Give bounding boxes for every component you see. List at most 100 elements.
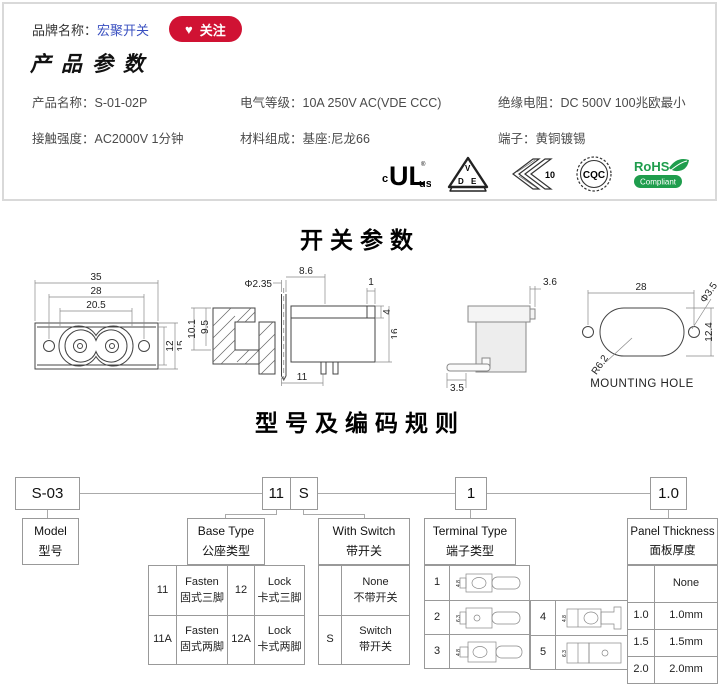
panel-code-cell: 2.0 — [628, 656, 654, 683]
svg-text:UL: UL — [389, 161, 425, 191]
heart-icon: ♥ — [185, 21, 193, 37]
svg-text:MOUNTING HOLE: MOUNTING HOLE — [590, 378, 694, 390]
switch-code-cell: S — [319, 615, 341, 664]
connector-line — [303, 514, 365, 515]
svg-text:4.8: 4.8 — [456, 580, 462, 587]
section-view-drawing: Φ2.35 8.6 1 4 10.1 9.5 16 11 — [187, 266, 397, 386]
svg-text:6.3: 6.3 — [456, 614, 462, 621]
group-header-model: Model 型号 — [22, 518, 79, 565]
connector-line — [225, 514, 226, 518]
terminal-drawing-cell: 6.3 — [449, 600, 529, 634]
param-contact-strength: 接触强度：AC2000V 1分钟 — [32, 132, 184, 146]
svg-text:c: c — [382, 173, 388, 185]
panel-value-cell: 1.0mm — [654, 602, 717, 629]
connector-line — [225, 514, 277, 515]
svg-text:12: 12 — [165, 340, 176, 352]
svg-text:Compliant: Compliant — [640, 178, 677, 187]
terminal-code-cell: 4 — [539, 611, 547, 624]
terminal-code-cell: 2 — [425, 600, 449, 634]
svg-text:RoHS: RoHS — [634, 159, 670, 174]
enec10-certification-icon: 10 — [512, 158, 555, 190]
connector-line — [47, 510, 48, 518]
base-type-cell: Fasten 固式两脚 — [176, 615, 227, 664]
svg-text:4.8: 4.8 — [456, 648, 462, 655]
svg-text:3.5: 3.5 — [450, 383, 464, 394]
connector-line — [47, 493, 668, 494]
brand-row: 品牌名称： 宏聚开关 ♥ 关注 — [32, 16, 242, 42]
panel-thickness-table: None 1.0 1.0mm 1.5 1.5mm 2.0 2.0mm — [627, 565, 718, 684]
terminal-code-cell: 3 — [425, 634, 449, 668]
terminal-drawing-cell: 6.3 — [555, 635, 631, 669]
group-header-with-switch: With Switch 带开关 — [318, 518, 410, 565]
panel-value-cell: 1.5mm — [654, 629, 717, 656]
svg-text:35: 35 — [90, 272, 102, 283]
terminal-code-cell: 1 — [433, 576, 441, 589]
ul-certification-icon: c UL ® us — [382, 161, 431, 191]
svg-text:9.5: 9.5 — [200, 320, 211, 334]
svg-text:16: 16 — [390, 328, 397, 340]
connector-line — [470, 510, 471, 518]
panel-code-cell — [628, 566, 654, 602]
terminal-4-icon: 4.8 — [562, 606, 621, 630]
code-base: 11 — [263, 478, 291, 509]
param-insulation-resistance: 绝缘电阻：DC 500V 100兆欧最小 — [498, 96, 686, 110]
svg-text:10.1: 10.1 — [187, 319, 198, 339]
svg-text:8.6: 8.6 — [299, 266, 313, 277]
brand-link[interactable]: 宏聚开关 — [97, 22, 150, 38]
svg-text:11: 11 — [297, 372, 308, 383]
base-code-cell: 11A — [149, 615, 176, 664]
group-header-base-type: Base Type 公座类型 — [187, 518, 265, 565]
svg-text:Φ3.5: Φ3.5 — [698, 280, 720, 305]
svg-text:12.4: 12.4 — [704, 322, 715, 342]
terminal-type-table-right: 4 4.8 5 6.3 — [530, 600, 632, 670]
terminal-5-icon: 6.3 — [562, 642, 621, 663]
svg-text:6.3: 6.3 — [562, 649, 568, 656]
follow-button-label: 关注 — [199, 22, 226, 38]
coding-rules-title: 型号及编码规则 — [255, 410, 465, 436]
panel-code-cell: 1.5 — [628, 629, 654, 656]
terminal-drawing-cell: 4.8 — [555, 601, 631, 635]
param-material: 材料组成：基座:尼龙66 — [240, 132, 370, 146]
terminal-type-table-left: 1 4.8 2 6.3 3 4.8 — [424, 565, 530, 669]
svg-text:R6.2: R6.2 — [590, 353, 611, 377]
svg-text:10: 10 — [545, 170, 555, 180]
switch-params-title: 开关参数 — [300, 227, 420, 253]
certification-icons: c UL ® us V D E 10 CQC — [381, 154, 691, 194]
svg-text:us: us — [419, 178, 431, 190]
follow-button[interactable]: ♥ 关注 — [169, 16, 242, 42]
svg-text:20.5: 20.5 — [86, 300, 106, 311]
panel-value-cell: 2.0mm — [654, 656, 717, 683]
code-box-base-switch: 11 S — [262, 477, 318, 510]
terminal-2-icon: 6.3 — [456, 607, 520, 628]
terminal-drawing-cell: 4.8 — [449, 634, 529, 668]
base-code-cell: 12A — [227, 615, 254, 664]
group-header-terminal-type: Terminal Type 端子类型 — [424, 518, 516, 565]
svg-text:15: 15 — [176, 340, 182, 352]
svg-text:Φ2.35: Φ2.35 — [245, 279, 273, 290]
group-header-panel-thickness: Panel Thickness 面板厚度 — [627, 518, 718, 565]
connector-line — [276, 510, 277, 515]
terminal-3-icon: 4.8 — [456, 641, 522, 662]
code-switch: S — [298, 485, 309, 502]
base-type-cell: Fasten 固式三脚 — [176, 566, 227, 615]
connector-line — [303, 510, 304, 515]
product-params-title: 产品参数 — [30, 51, 154, 76]
product-info-panel: 品牌名称： 宏聚开关 ♥ 关注 产品参数 产品名称：S-01-02P 电气等级：… — [2, 2, 717, 201]
vde-certification-icon: V D E — [447, 156, 489, 192]
connector-line — [364, 514, 365, 518]
base-type-cell: Lock 卡式三脚 — [254, 566, 304, 615]
param-terminal: 端子：黄铜镀锡 — [498, 132, 586, 146]
code-box-terminal: 1 — [455, 477, 487, 510]
brand-label: 品牌名称： — [32, 22, 98, 38]
switch-type-cell: Switch 带开关 — [341, 615, 409, 664]
mounting-hole-drawing: 28 Φ3.5 12.4 R6.2 MOUNTING HOLE — [582, 280, 720, 390]
code-box-panel: 1.0 — [650, 477, 687, 510]
param-product-name: 产品名称：S-01-02P — [32, 96, 148, 110]
front-view-drawing: 35 28 20.5 12 15 — [34, 272, 182, 370]
side-view-drawing: 3.6 3.5 — [446, 277, 557, 394]
svg-text:®: ® — [421, 161, 426, 168]
base-type-table: 11 Fasten 固式三脚 12 Lock 卡式三脚 11A Fasten 固… — [148, 565, 305, 665]
svg-text:28: 28 — [635, 282, 647, 293]
svg-text:28: 28 — [90, 286, 102, 297]
code-box-model: S-03 — [15, 477, 80, 510]
